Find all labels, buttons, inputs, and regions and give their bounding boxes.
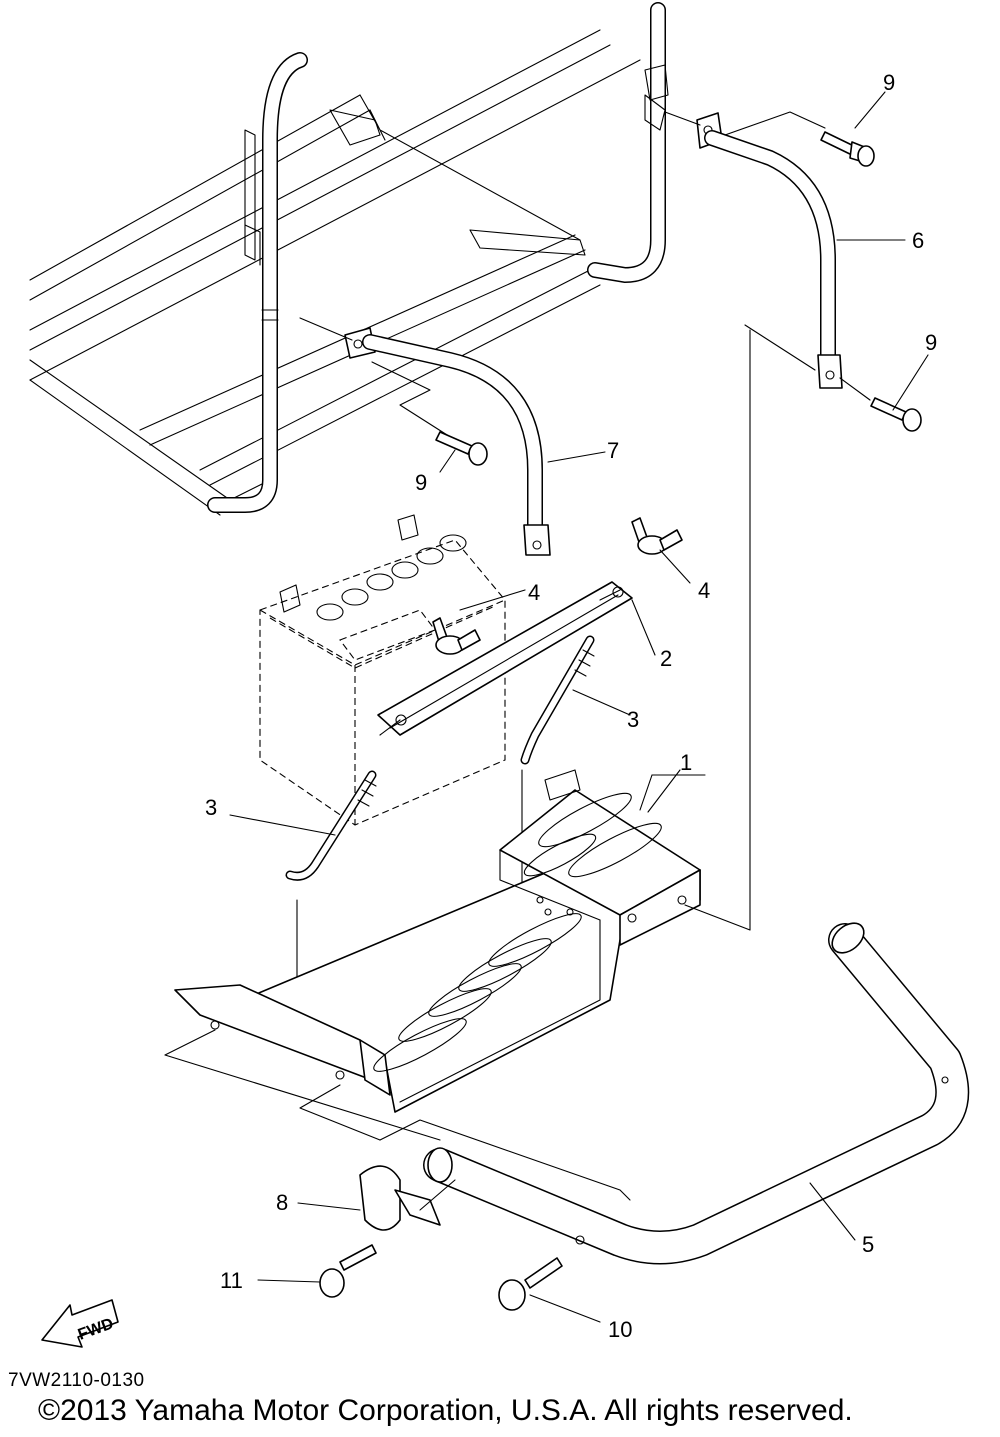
cargo-bed-frame [29, 29, 641, 516]
bolt-10 [498, 1257, 563, 1311]
callout-9-top: 9 [883, 70, 895, 95]
wing-nut-4-left [432, 617, 481, 655]
forward-arrow-icon: FWD [41, 1299, 119, 1348]
bolt-11 [319, 1244, 377, 1298]
rod-3-right [520, 635, 595, 765]
clamp-8 [359, 1165, 456, 1231]
callout-2: 2 [660, 646, 672, 671]
callout-3-left: 3 [205, 795, 217, 820]
callout-4-right: 4 [698, 578, 710, 603]
stay-bracket-6 [664, 111, 871, 401]
bolt-9-left [435, 431, 488, 466]
roll-bar-tubes [207, 2, 669, 513]
callout-7: 7 [607, 438, 619, 463]
bolt-9-upper [820, 131, 875, 167]
stay-bracket-7 [299, 317, 551, 556]
callout-11: 11 [220, 1268, 243, 1293]
battery-tray-1 [174, 769, 701, 1113]
wing-nut-4-right [631, 517, 683, 555]
callout-numbers: 1 2 3 3 4 4 5 6 7 8 9 9 9 10 11 [205, 70, 937, 1342]
battery [259, 514, 506, 826]
leader-lines [229, 91, 929, 1323]
callout-5: 5 [862, 1232, 874, 1257]
callout-4-left: 4 [528, 580, 540, 605]
callout-9-left: 9 [415, 470, 427, 495]
copyright-notice: ©2013 Yamaha Motor Corporation, U.S.A. A… [38, 1394, 853, 1427]
hold-down-bar-2 [377, 581, 633, 736]
callout-3-right: 3 [627, 707, 639, 732]
diagram-code: 7VW2110-0130 [8, 1370, 145, 1391]
rod-3-left [285, 770, 377, 881]
callout-6: 6 [912, 228, 924, 253]
callout-1: 1 [680, 750, 692, 775]
callout-9-right: 9 [925, 330, 937, 355]
support-frame-5 [164, 329, 970, 1265]
callout-10: 10 [608, 1317, 632, 1342]
callout-8: 8 [276, 1190, 288, 1215]
bolt-9-right [870, 397, 922, 432]
